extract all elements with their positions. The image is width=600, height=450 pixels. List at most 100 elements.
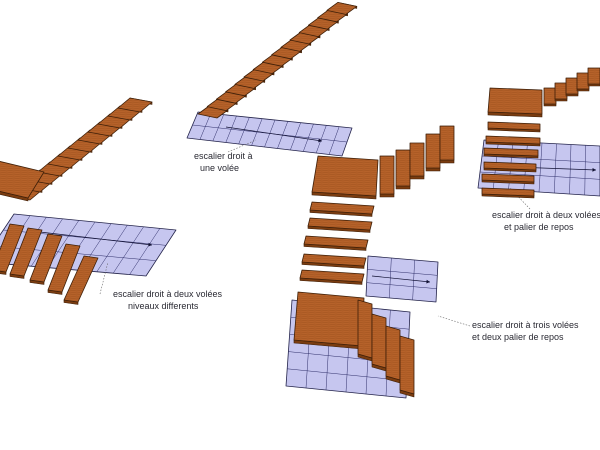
tread-top	[309, 201, 375, 215]
label-straight-line-1: escalier droit à	[194, 151, 253, 161]
flight-lower-left-tread	[63, 255, 99, 305]
tread-front-edge	[439, 159, 455, 164]
label-three-flight-line-1: escalier droit à trois volées	[472, 320, 579, 330]
walk-line	[225, 126, 323, 142]
tread-top	[554, 82, 568, 100]
plan-three-flight-upper	[365, 255, 439, 303]
tread-top	[395, 149, 411, 187]
tread-top	[0, 223, 25, 273]
plan-grid-line	[129, 228, 161, 275]
flight-right-upper-tread	[576, 72, 590, 92]
label-leader-line	[227, 139, 257, 153]
tread-top	[63, 255, 99, 303]
label-leader-line	[437, 315, 471, 327]
flight-three-top-tread	[409, 142, 425, 180]
flight-three-bottom-tread	[385, 325, 401, 384]
tread-top	[117, 97, 153, 113]
tread-top	[293, 291, 365, 347]
landing-three-top	[311, 155, 379, 200]
tread-top	[483, 147, 539, 157]
tread-top	[379, 155, 395, 195]
tread-top	[487, 87, 543, 115]
tread-top	[47, 243, 81, 293]
label-leader-line	[99, 261, 109, 295]
tread-top	[0, 161, 45, 199]
label-two-flight-landing-line-2: et palier de repos	[504, 222, 574, 232]
tread-top	[439, 125, 455, 161]
flight-right-upper-tread	[543, 87, 557, 107]
tread-top	[485, 135, 541, 145]
plan-grid-line	[112, 226, 144, 274]
label-straight-one-flight: escalier droit à une volée	[194, 151, 253, 173]
tread-top	[299, 269, 365, 283]
tread-top	[399, 335, 415, 395]
tread-top	[565, 77, 579, 95]
plan-grid-line	[538, 142, 543, 193]
flight-three-bottom-tread	[399, 335, 415, 398]
label-two-flight-landing: escalier droit à deux volées et palier d…	[492, 210, 600, 232]
tread-top	[307, 217, 373, 231]
walk-arrow-head	[318, 138, 322, 143]
label-three-flight: escalier droit à trois volées et deux pa…	[472, 320, 579, 342]
label-straight-line-2: une volée	[200, 163, 239, 173]
tread-front-edge	[409, 175, 425, 180]
flight-three-middle-tread	[307, 217, 373, 233]
landing-left-top	[0, 161, 45, 202]
flight-three-middle-tread	[309, 201, 375, 217]
tread-top	[481, 187, 535, 197]
walk-line	[371, 275, 431, 283]
flight-right-lower-tread	[485, 135, 541, 147]
tread-top	[576, 72, 590, 90]
flight-right-upper-tread	[587, 67, 600, 87]
flight-right-upper-tread	[565, 77, 579, 97]
walk-arrow-head	[592, 168, 596, 172]
flight-three-top-tread	[379, 155, 395, 198]
walk-arrow-head	[426, 279, 430, 284]
walk-arrow-head	[148, 242, 152, 247]
tread-top	[385, 325, 401, 381]
flight-three-bottom-tread	[371, 313, 387, 372]
flight-right-lower-tread	[481, 187, 535, 199]
flight-lower-left-tread	[0, 223, 25, 275]
tread-front-edge	[425, 167, 441, 172]
plan-grid-line	[366, 282, 437, 289]
tread-top	[371, 313, 387, 369]
flight-right-lower-tread	[487, 121, 541, 133]
tread-top	[543, 87, 557, 105]
landing-three-lower	[293, 291, 365, 350]
flight-three-middle-tread	[303, 235, 369, 251]
stair-treads	[0, 2, 600, 398]
label-three-flight-line-2: et deux palier de repos	[472, 332, 564, 342]
plan-grid-line	[96, 225, 128, 272]
plan-grid-line	[367, 269, 438, 276]
tread-top	[425, 133, 441, 169]
plan-grid-line	[481, 155, 600, 163]
tread-top	[326, 2, 358, 15]
tread-top	[409, 142, 425, 177]
tread-top	[487, 121, 541, 131]
tread-top	[311, 155, 379, 197]
flight-right-lower-tread	[483, 161, 537, 173]
walk-line	[39, 231, 153, 246]
flight-right-lower-tread	[481, 173, 535, 185]
landing-right	[487, 87, 543, 118]
flight-three-top-tread	[395, 149, 411, 190]
tread-top	[303, 235, 369, 249]
tread-top	[483, 161, 537, 171]
plan-straight-one-flight	[186, 111, 353, 157]
label-two-flight-levels-line-2: niveaux differents	[128, 301, 199, 311]
tread-top	[357, 299, 373, 359]
tread-top	[301, 253, 367, 267]
tread-front-edge	[379, 193, 395, 198]
tread-top	[29, 233, 63, 283]
tread-top	[9, 227, 43, 277]
label-two-flight-levels-line-1: escalier droit à deux volées	[113, 289, 223, 299]
flight-lower-left-tread	[47, 243, 81, 295]
tread-top	[481, 173, 535, 183]
label-two-flight-landing-line-1: escalier droit à deux volées	[492, 210, 600, 220]
flight-lower-left-tread	[9, 227, 43, 279]
plan-grid-line	[584, 145, 586, 196]
flight-three-middle-tread	[299, 269, 365, 285]
